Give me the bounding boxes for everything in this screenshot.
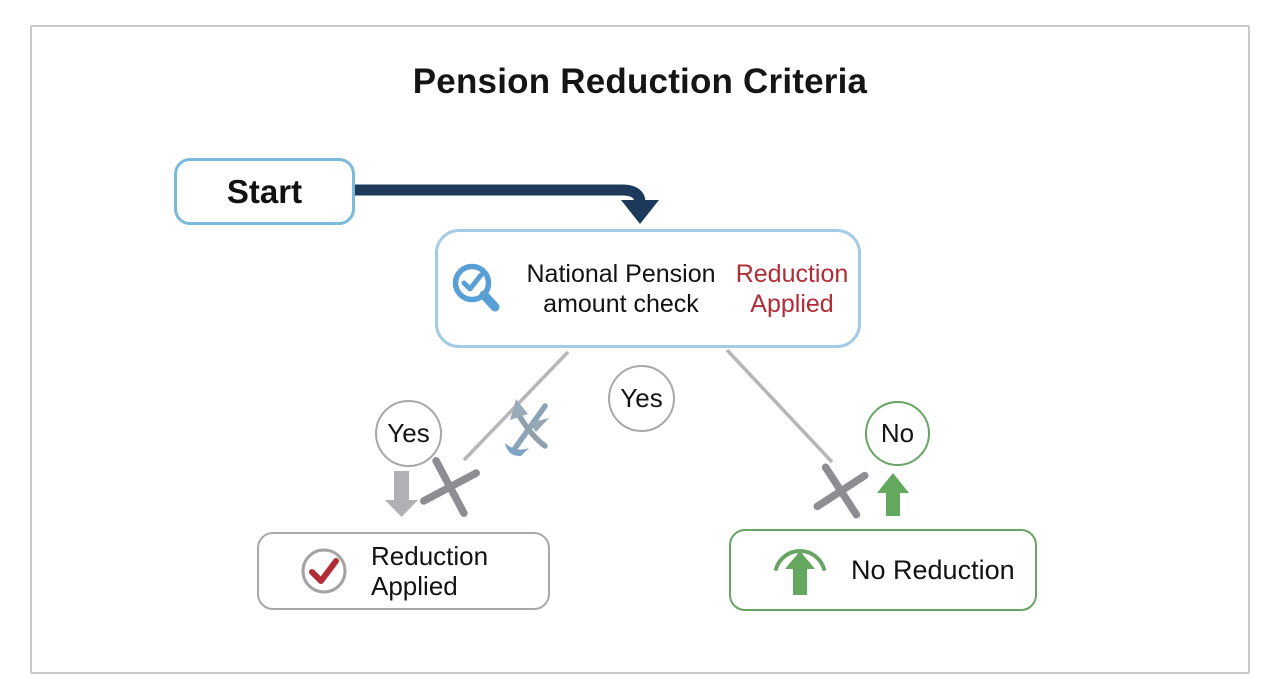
no-label: No xyxy=(880,418,915,448)
check-circle-icon xyxy=(301,548,347,594)
magnifier-check-icon xyxy=(452,263,500,311)
reduction-applied-label: Reduction Applied xyxy=(371,540,489,601)
yes-mid-label: Yes xyxy=(620,383,663,413)
no-circle: No xyxy=(865,401,930,466)
diagram-title: Pension Reduction Criteria xyxy=(412,62,868,101)
start-node: Start xyxy=(174,158,355,225)
no-reduction-node: No Reduction xyxy=(729,529,1037,611)
diagram-frame xyxy=(30,25,1250,674)
reduction-applied-node: Reduction Applied xyxy=(257,532,550,610)
check-label-secondary: Reduction Applied xyxy=(735,259,849,318)
start-label: Start xyxy=(226,172,303,210)
pension-check-node: National Pension amount check Reduction … xyxy=(435,229,861,348)
yes-circle-left: Yes xyxy=(375,400,442,467)
check-label: National Pension amount check xyxy=(526,259,716,318)
yes-circle-middle: Yes xyxy=(608,365,675,432)
arrow-up-arc-icon xyxy=(774,549,826,595)
no-reduction-label: No Reduction xyxy=(851,554,1015,585)
yes-left-label: Yes xyxy=(387,418,430,448)
